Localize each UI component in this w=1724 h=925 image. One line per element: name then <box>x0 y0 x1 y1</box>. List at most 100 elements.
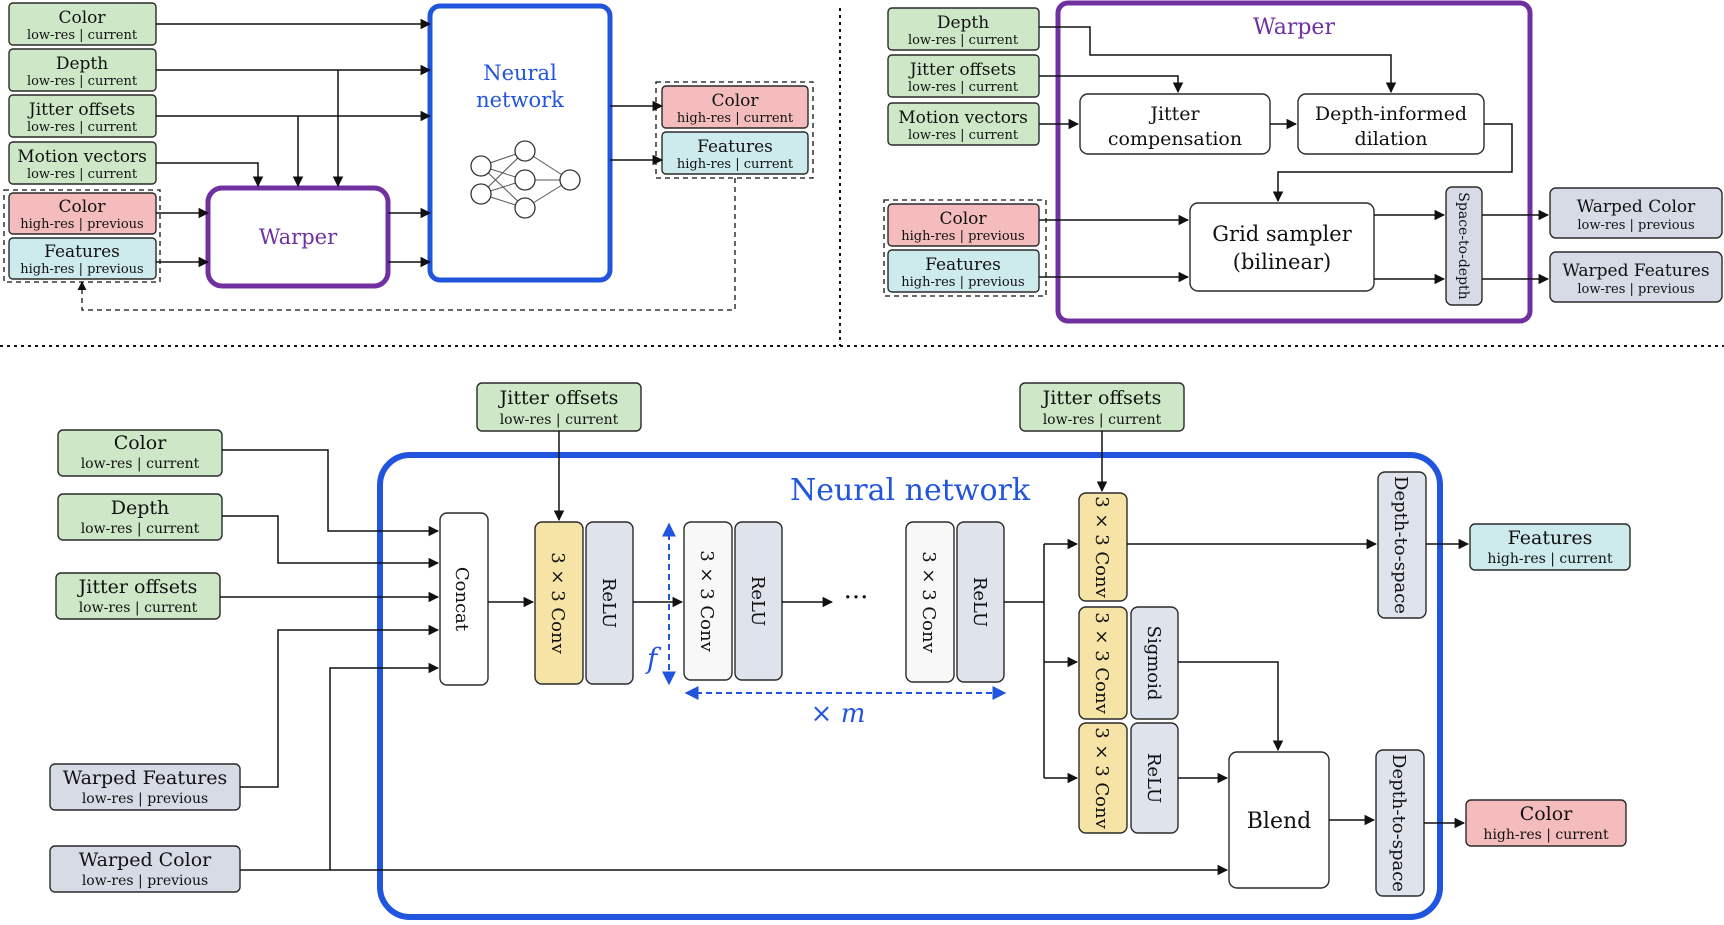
svg-text:Features: Features <box>697 137 773 157</box>
sigmoid-block: Sigmoid <box>1130 606 1179 720</box>
svg-text:low-res | current: low-res | current <box>1043 412 1162 428</box>
network-connectors <box>220 431 1470 876</box>
svg-text:Warped Features: Warped Features <box>63 767 228 789</box>
output-features-high-res: Features high-res | current <box>661 131 809 175</box>
conv-block-2: 3 × 3 Conv <box>683 521 733 681</box>
svg-text:Color: Color <box>58 197 106 217</box>
output-warped-features: Warped Features low-res | previous <box>1549 251 1723 303</box>
svg-text:Color: Color <box>1520 803 1573 825</box>
svg-text:low-res | current: low-res | current <box>908 128 1019 143</box>
svg-text:ReLU: ReLU <box>969 577 990 627</box>
svg-text:Motion vectors: Motion vectors <box>17 147 147 167</box>
network-detail-panel: Neural network Color low-res | current D… <box>49 382 1631 920</box>
output-color-high-res: Color high-res | current <box>661 85 809 129</box>
svg-text:Jitter: Jitter <box>1148 103 1200 125</box>
conv-block-1: 3 × 3 Conv <box>534 521 584 685</box>
svg-text:Features: Features <box>1508 527 1593 549</box>
relu-block-3: ReLU <box>956 521 1005 683</box>
svg-text:Color: Color <box>939 209 987 229</box>
svg-text:high-res | previous: high-res | previous <box>20 262 143 277</box>
svg-text:Depth-to-space: Depth-to-space <box>1388 754 1409 892</box>
jitter-compensation-block: Jitter compensation <box>1079 93 1271 155</box>
warper-input-previous-color: Color high-res | previous <box>887 203 1040 247</box>
input-depth-low-res: Depth low-res | current <box>8 48 157 92</box>
head-conv-features: 3 × 3 Conv <box>1078 492 1128 602</box>
svg-text:Jitter offsets: Jitter offsets <box>908 60 1016 80</box>
svg-text:Color: Color <box>711 91 759 111</box>
depth-dilation-block: Depth-informed dilation <box>1297 93 1485 155</box>
input-previous-features: Features high-res | previous <box>8 237 157 280</box>
head-conv-relu: 3 × 3 Conv <box>1078 722 1128 834</box>
warper-input-depth: Depth low-res | current <box>887 7 1040 51</box>
svg-text:compensation: compensation <box>1108 128 1242 150</box>
net-jitter-top-2: Jitter offsets low-res | current <box>1019 382 1185 432</box>
svg-text:ReLU: ReLU <box>747 576 768 626</box>
svg-text:high-res | previous: high-res | previous <box>20 217 143 232</box>
svg-text:low-res | current: low-res | current <box>908 33 1019 48</box>
svg-text:low-res | current: low-res | current <box>27 74 138 89</box>
warper-input-jitter: Jitter offsets low-res | current <box>887 54 1040 98</box>
svg-text:Depth: Depth <box>937 13 989 33</box>
svg-text:Jitter offsets: Jitter offsets <box>27 100 135 120</box>
svg-text:high-res | previous: high-res | previous <box>901 275 1024 290</box>
input-previous-color: Color high-res | previous <box>8 192 157 235</box>
depth-to-space-features: Depth-to-space <box>1377 471 1427 619</box>
svg-text:Warped Color: Warped Color <box>79 849 212 871</box>
net-input-depth: Depth low-res | current <box>57 493 223 541</box>
warper-connectors <box>1039 26 1550 285</box>
svg-text:Blend: Blend <box>1247 809 1311 834</box>
svg-text:Motion vectors: Motion vectors <box>898 108 1028 128</box>
svg-text:ReLU: ReLU <box>598 578 619 628</box>
svg-text:Depth: Depth <box>111 497 170 519</box>
svg-text:network: network <box>476 88 564 112</box>
svg-text:low-res | previous: low-res | previous <box>82 791 208 807</box>
svg-text:low-res | previous: low-res | previous <box>1577 218 1694 233</box>
svg-text:Color: Color <box>114 432 167 454</box>
input-motion-vectors: Motion vectors low-res | current <box>8 141 157 185</box>
svg-text:Space-to-depth: Space-to-depth <box>1455 192 1471 299</box>
svg-text:Warper: Warper <box>259 225 338 249</box>
svg-text:low-res | previous: low-res | previous <box>1577 282 1694 297</box>
overview-connectors <box>77 18 736 311</box>
f-label: f <box>645 642 662 675</box>
svg-text:low-res | current: low-res | current <box>27 28 138 43</box>
net-jitter-top-1: Jitter offsets low-res | current <box>476 382 642 432</box>
svg-text:low-res | current: low-res | current <box>27 120 138 135</box>
neural-network-icon <box>470 140 581 219</box>
svg-text:3 × 3 Conv: 3 × 3 Conv <box>1091 727 1112 829</box>
head-conv-sigmoid: 3 × 3 Conv <box>1078 606 1128 720</box>
ellipsis: ... <box>844 575 869 605</box>
warper-detail-panel: Warper Depth low-res | current Jitter of… <box>883 0 1723 324</box>
svg-text:Depth: Depth <box>56 54 108 74</box>
net-input-warped-color: Warped Color low-res | previous <box>49 845 241 893</box>
svg-text:low-res | current: low-res | current <box>27 167 138 182</box>
warper-title: Warper <box>1253 15 1335 40</box>
space-to-depth-block: Space-to-depth <box>1445 186 1483 306</box>
svg-text:high-res | current: high-res | current <box>1487 551 1613 567</box>
network-title: Neural network <box>790 473 1031 508</box>
svg-text:(bilinear): (bilinear) <box>1233 250 1332 274</box>
warper-frame <box>1055 0 1533 324</box>
net-input-color: Color low-res | current <box>57 429 223 477</box>
warper-input-motion: Motion vectors low-res | current <box>887 102 1040 146</box>
svg-text:Jitter offsets: Jitter offsets <box>498 387 619 409</box>
svg-text:Features: Features <box>925 255 1001 275</box>
relu-block-head: ReLU <box>1130 722 1179 834</box>
grid-sampler-block: Grid sampler (bilinear) <box>1189 202 1375 292</box>
svg-text:Depth-to-space: Depth-to-space <box>1390 476 1411 614</box>
svg-text:high-res | current: high-res | current <box>1483 827 1609 843</box>
svg-text:Warped Color: Warped Color <box>1577 197 1696 217</box>
svg-text:Features: Features <box>44 242 120 262</box>
m-label: × m <box>811 699 866 729</box>
svg-text:3 × 3 Conv: 3 × 3 Conv <box>918 551 939 653</box>
relu-block-1: ReLU <box>585 521 634 685</box>
svg-text:Concat: Concat <box>451 567 472 632</box>
svg-text:high-res | previous: high-res | previous <box>901 229 1024 244</box>
svg-text:dilation: dilation <box>1354 128 1427 150</box>
svg-text:Jitter offsets: Jitter offsets <box>77 576 198 598</box>
overview-panel: Color low-res | current Depth low-res | … <box>3 2 814 311</box>
warper-previous-group <box>883 199 1047 297</box>
svg-text:Color: Color <box>58 8 106 28</box>
input-color-low-res: Color low-res | current <box>8 2 157 46</box>
